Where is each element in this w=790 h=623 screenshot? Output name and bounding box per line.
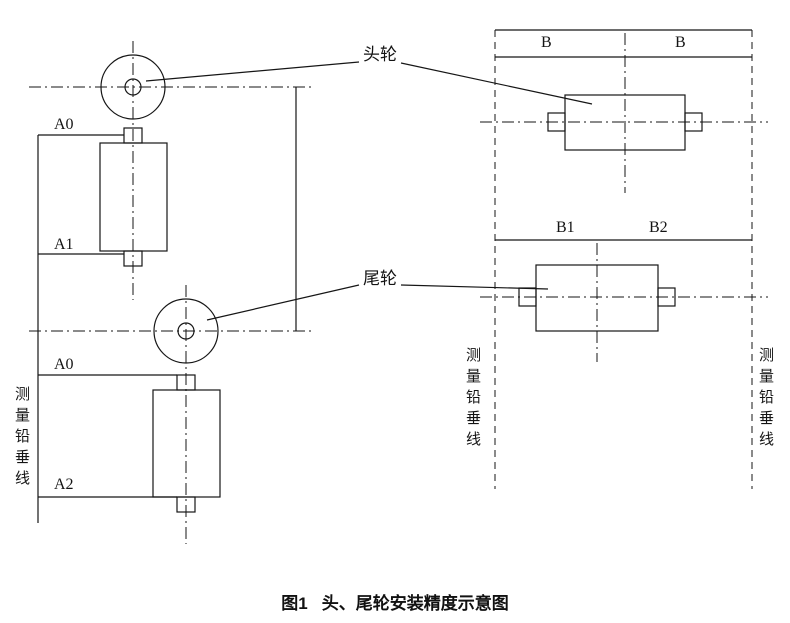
label-a2: A2: [54, 476, 74, 493]
right-plan-view: [480, 29, 768, 489]
tail-pulley-shaft-bottom: [176, 496, 196, 513]
label-a1: A1: [54, 236, 74, 253]
head-wheel-leader-left: [145, 61, 360, 82]
label-a0-top: A0: [54, 116, 74, 133]
label-b2: B2: [649, 219, 668, 236]
label-head-wheel: 头轮: [363, 45, 397, 64]
label-plumb-line-left: 测量铅垂线: [13, 386, 30, 491]
figure-title: 头、尾轮安装精度示意图: [321, 594, 509, 613]
tail-pulley-shaft-top: [176, 374, 196, 391]
label-plumb-line-right: 测量铅垂线: [757, 347, 774, 452]
label-a0-bottom: A0: [54, 356, 74, 373]
label-b-right: B: [675, 34, 686, 51]
tail-roller-shaft-right: [657, 287, 676, 307]
figure-caption: 图1 头、尾轮安装精度示意图: [0, 589, 790, 614]
tail-wheel-leader-left: [206, 284, 360, 321]
tail-roller-shaft-left: [518, 287, 537, 307]
left-elevation-view: [29, 41, 312, 544]
label-b1: B1: [556, 219, 575, 236]
head-wheel-leader-right: [400, 62, 593, 105]
figure-number: 图1: [281, 594, 308, 613]
head-roller-shaft-left: [547, 112, 566, 132]
label-plumb-line-middle: 测量铅垂线: [464, 347, 481, 452]
label-tail-wheel: 尾轮: [363, 269, 397, 288]
label-b-left: B: [541, 34, 552, 51]
head-roller-shaft-right: [684, 112, 703, 132]
head-pulley-shaft-bottom: [123, 250, 143, 267]
